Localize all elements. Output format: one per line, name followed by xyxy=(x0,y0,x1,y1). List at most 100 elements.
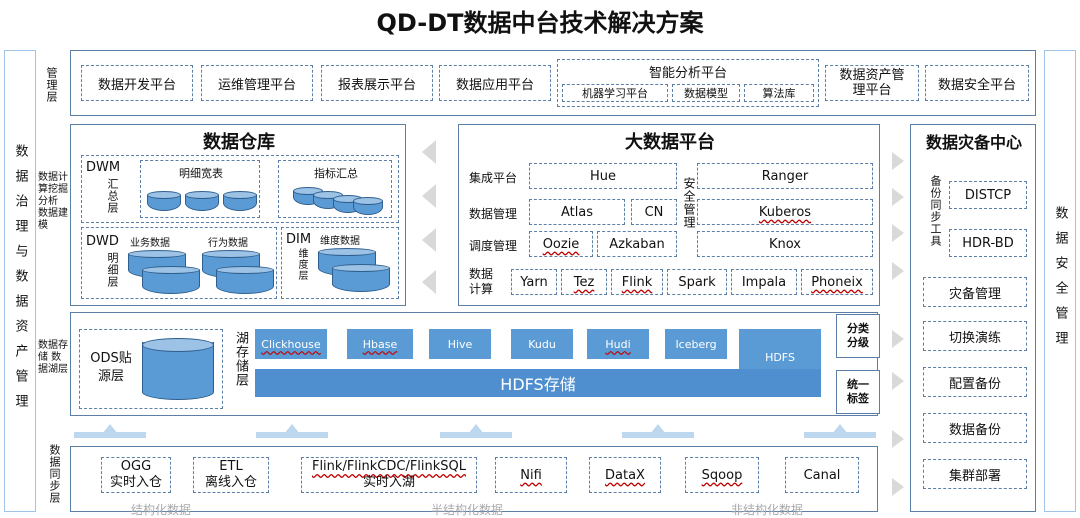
ai-sub[interactable]: 机器学习平台 xyxy=(562,84,668,102)
double-arrow-icon xyxy=(74,424,146,444)
compute-item[interactable]: Tez xyxy=(561,269,607,295)
cylinder-icon xyxy=(142,266,200,294)
ai-sub[interactable]: 算法库 xyxy=(744,84,814,102)
hdr-bd-box[interactable]: HDR-BD xyxy=(949,229,1027,257)
metric-summary-label: 指标汇总 xyxy=(314,167,358,180)
security-mgmt-label: 安全管理 xyxy=(682,177,696,229)
security-platform[interactable]: 数据安全平台 xyxy=(925,65,1029,101)
compute-item[interactable]: Spark xyxy=(667,269,727,295)
cylinder-icon xyxy=(147,191,181,211)
disaster-title: 数据灾备中心 xyxy=(925,133,1022,152)
sync-item[interactable]: DataX xyxy=(589,457,661,493)
engine-box[interactable]: Hudi xyxy=(587,329,649,359)
compute-item[interactable]: Impala xyxy=(731,269,797,295)
arrow-right-icon xyxy=(892,430,904,448)
right-sidebar: 数据安全管理 xyxy=(1044,50,1076,512)
dim-label: DIM xyxy=(286,232,312,247)
disaster-item[interactable]: 切换演练 xyxy=(923,321,1027,351)
ai-platform[interactable]: 智能分析平台 机器学习平台 数据模型 算法库 xyxy=(557,59,819,107)
dwm-layer: DWM 汇总层 明细宽表 指标汇总 xyxy=(81,155,399,223)
ai-sub[interactable]: 数据模型 xyxy=(672,84,740,102)
compute-label: 数据计算 xyxy=(469,267,494,296)
backup-tool-label: 备份同步工具 xyxy=(929,175,942,247)
tagging-box[interactable]: 统一标签 xyxy=(836,370,880,414)
asset-mgmt-platform[interactable]: 数据资产管理平台 xyxy=(825,65,919,101)
arrow-right-icon xyxy=(892,478,904,496)
engine-box[interactable]: Kudu xyxy=(511,329,573,359)
left-sidebar: 数据治理与数据资产管理 xyxy=(4,50,36,512)
page-title: QD-DT数据中台技术解决方案 xyxy=(376,8,704,37)
kuberos-box[interactable]: Kuberos xyxy=(697,199,873,225)
bigdata-title: 大数据平台 xyxy=(625,132,715,153)
engine-box[interactable]: Hbase xyxy=(347,329,413,359)
sync-item[interactable]: Nifi xyxy=(495,457,567,493)
ranger-box[interactable]: Ranger xyxy=(697,163,873,189)
mgmt-item[interactable]: 运维管理平台 xyxy=(201,65,313,101)
detail-wide-table: 明细宽表 xyxy=(140,160,260,218)
hdfs-storage-bar[interactable]: HDFS存储 xyxy=(255,369,821,397)
distcp-box[interactable]: DISTCP xyxy=(949,181,1027,209)
classify-box[interactable]: 分类分级 xyxy=(836,314,880,358)
source-type-label: 非结构化数据 xyxy=(731,503,804,517)
arrow-left-icon xyxy=(422,228,436,252)
arrow-right-icon xyxy=(892,262,904,280)
hue-box[interactable]: Hue xyxy=(529,163,677,189)
sync-item[interactable]: Sqoop xyxy=(685,457,759,493)
atlas-box[interactable]: Atlas xyxy=(529,199,625,225)
mgmt-layer: 数据开发平台 运维管理平台 报表展示平台 数据应用平台 智能分析平台 机器学习平… xyxy=(70,50,1036,116)
bigdata-platform: 大数据平台 集成平台 Hue 数据管理 Atlas CN 调度管理 Oozie … xyxy=(458,124,880,306)
compute-item[interactable]: Flink xyxy=(611,269,663,295)
disaster-item[interactable]: 灾备管理 xyxy=(923,277,1027,307)
mgmt-item[interactable]: 数据开发平台 xyxy=(81,65,193,101)
cylinder-icon xyxy=(223,191,257,211)
cn-box[interactable]: CN xyxy=(631,199,677,225)
arrow-right-icon xyxy=(892,330,904,348)
mgmt-layer-label: 管理层 xyxy=(45,67,58,103)
engine-box[interactable]: Hive xyxy=(429,329,491,359)
right-sidebar-label: 数据安全管理 xyxy=(1052,206,1068,356)
source-type-label: 半结构化数据 xyxy=(431,503,504,517)
warehouse-title: 数据仓库 xyxy=(203,132,275,153)
mgmt-item[interactable]: 报表展示平台 xyxy=(321,65,433,101)
compute-item[interactable]: Phoneix xyxy=(801,269,873,295)
arrow-right-icon xyxy=(892,224,904,242)
sync-item[interactable]: Canal xyxy=(785,457,859,493)
warehouse-side-label: 数据计算挖掘分析 数据建模 xyxy=(38,172,68,231)
azkaban-box[interactable]: Azkaban xyxy=(597,231,677,257)
business-data-label: 业务数据 xyxy=(130,238,170,249)
dwd-sub: 明细层 xyxy=(106,252,119,288)
disaster-item[interactable]: 集群部署 xyxy=(923,459,1027,489)
behavior-data-label: 行为数据 xyxy=(208,238,248,249)
data-warehouse: 数据仓库 DWM 汇总层 明细宽表 指标汇总 DWD 明细层 业务数据 行为数据… xyxy=(70,124,406,306)
disaster-item[interactable]: 配置备份 xyxy=(923,367,1027,397)
cylinder-icon xyxy=(142,338,214,400)
knox-box[interactable]: Knox xyxy=(697,231,873,257)
dim-sub: 维度层 xyxy=(296,248,307,281)
compute-item[interactable]: Yarn xyxy=(511,269,557,295)
sync-side-label: 数据同步层 xyxy=(48,444,61,504)
double-arrow-icon xyxy=(256,424,328,444)
metric-summary: 指标汇总 xyxy=(278,160,392,218)
bigdata-row-label: 集成平台 xyxy=(469,171,518,185)
cylinder-icon xyxy=(185,191,219,211)
detail-wide-table-label: 明细宽表 xyxy=(179,167,223,180)
mgmt-item[interactable]: 数据应用平台 xyxy=(439,65,551,101)
lake-side-label: 数据存储 数据湖层 xyxy=(38,340,68,375)
lake-storage-label: 湖存储层 xyxy=(233,331,248,387)
ods-label: ODS贴源层 xyxy=(90,351,132,384)
oozie-box[interactable]: Oozie xyxy=(529,231,593,257)
bigdata-row-label: 数据管理 xyxy=(469,207,518,221)
engine-box[interactable]: Iceberg xyxy=(665,329,727,359)
lake-layer: ODS贴源层 湖存储层 Clickhouse Hbase Hive Kudu H… xyxy=(70,312,878,416)
arrow-right-icon xyxy=(892,372,904,390)
double-arrow-icon xyxy=(622,424,694,444)
disaster-item[interactable]: 数据备份 xyxy=(923,413,1027,443)
cylinder-icon xyxy=(216,266,274,294)
arrow-left-icon xyxy=(422,140,436,164)
double-arrow-icon xyxy=(440,424,512,444)
engine-box[interactable]: Clickhouse xyxy=(255,329,327,359)
dwd-label: DWD xyxy=(86,234,119,249)
